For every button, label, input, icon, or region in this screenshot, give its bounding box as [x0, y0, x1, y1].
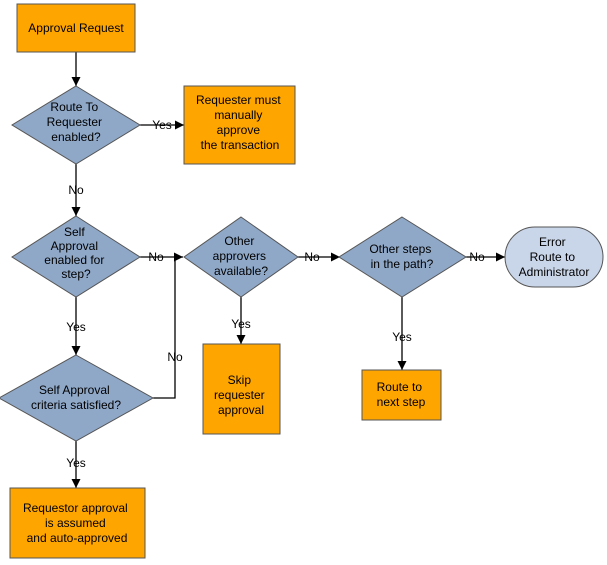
decision-other-steps-line-1: Other steps [369, 242, 431, 256]
edge-labels: Yes No No Yes No Yes No Yes No Yes [66, 118, 485, 470]
node-skip-requester-line-2: requester [214, 388, 265, 402]
edge-label-self-enabled-yes: Yes [66, 320, 86, 334]
node-requester-manual-line-4: the transaction [201, 138, 280, 152]
node-route-next-line-2: next step [377, 395, 426, 409]
svg-text:Error Route to Adm: Error Route to Administrator [519, 235, 590, 279]
node-route-next-line-1: Route to [377, 380, 423, 394]
edge-label-route-no: No [68, 183, 84, 197]
svg-text:Requestor approval is as: Requestor approval is assumed and auto-a… [23, 501, 131, 545]
edge-label-steps-yes: Yes [392, 330, 412, 344]
node-route-next-step: Route to next step [361, 369, 442, 421]
decision-self-enabled-line-3: enabled for [44, 253, 104, 267]
decision-criteria-line-1: Self Approval [39, 383, 110, 397]
decision-other-approvers-line-2: approvers [213, 249, 266, 263]
edge-label-criteria-yes: Yes [66, 456, 86, 470]
decision-self-approval-enabled: Self Approval enabled for step? [11, 215, 141, 298]
edge-label-self-enabled-no: No [148, 250, 164, 264]
edge-label-approvers-no: No [304, 250, 320, 264]
edge-label-route-yes: Yes [152, 118, 172, 132]
svg-text:Self Approval enab: Self Approval enabled for step? [44, 225, 107, 281]
node-requestor-assumed-line-3: and auto-approved [27, 531, 128, 545]
decision-route-to-requester-line-3: enabled? [51, 130, 101, 144]
svg-text:Other steps in the path?: Other steps in the path? [369, 242, 434, 271]
decision-criteria-line-2: criteria satisfied? [31, 398, 121, 412]
decision-route-to-requester-line-1: Route To [50, 100, 98, 114]
edge-criteria-no [153, 257, 176, 399]
terminal-error-line-3: Administrator [519, 265, 590, 279]
node-requestor-assumed-line-2: is assumed [45, 516, 106, 530]
node-skip-requester-line-1: Skip [228, 373, 252, 387]
node-skip-requester: Skip requester approval [202, 343, 281, 435]
edge-label-approvers-yes: Yes [231, 317, 251, 331]
decision-other-steps: Other steps in the path? [338, 216, 467, 298]
decision-other-steps-line-2: in the path? [371, 257, 434, 271]
svg-text:Approval Request: Approval Request [28, 21, 124, 35]
svg-text:Requester must manually: Requester must manually approve the tran… [196, 93, 284, 152]
node-requester-manual-line-2: manually [214, 108, 262, 122]
svg-text:Skip requester app: Skip requester approval [214, 373, 268, 417]
svg-text:Route to next step: Route to next step [377, 380, 426, 409]
decision-other-approvers-line-1: Other [224, 234, 254, 248]
node-requester-manual-approve: Requester must manually approve the tran… [183, 85, 296, 165]
decision-self-enabled-line-1: Self [64, 225, 85, 239]
node-requester-manual-line-3: approve [217, 123, 261, 137]
terminal-error-line-2: Route to [530, 250, 576, 264]
terminal-error-line-1: Error [539, 235, 566, 249]
svg-text:Other approvers av: Other approvers available? [213, 234, 270, 278]
node-requestor-auto-approved: Requestor approval is assumed and auto-a… [9, 487, 146, 559]
node-skip-requester-line-3: approval [218, 403, 264, 417]
decision-route-to-requester: Route To Requester enabled? [11, 85, 141, 165]
decision-self-approval-criteria: Self Approval criteria satisfied? [0, 354, 155, 442]
svg-text:Route To Requester: Route To Requester enabled? [47, 100, 106, 144]
svg-text:Self Approval criteria s: Self Approval criteria satisfied? [31, 383, 121, 412]
decision-other-approvers: Other approvers available? [183, 216, 299, 298]
decision-self-enabled-line-2: Approval [51, 239, 98, 253]
edge-label-criteria-no: No [167, 350, 183, 364]
connectors [71, 52, 505, 488]
decision-other-approvers-line-3: available? [214, 264, 268, 278]
decision-route-to-requester-line-2: Requester [47, 115, 102, 129]
node-requester-manual-line-1: Requester must [196, 93, 281, 107]
edge-label-steps-no: No [469, 250, 485, 264]
terminal-error-admin: Error Route to Administrator [504, 226, 604, 288]
node-approval-request-line-1: Approval Request [28, 21, 124, 35]
decision-self-enabled-line-4: step? [61, 267, 91, 281]
node-approval-request: Approval Request [16, 3, 136, 53]
node-requestor-assumed-line-1: Requestor approval [23, 501, 128, 515]
